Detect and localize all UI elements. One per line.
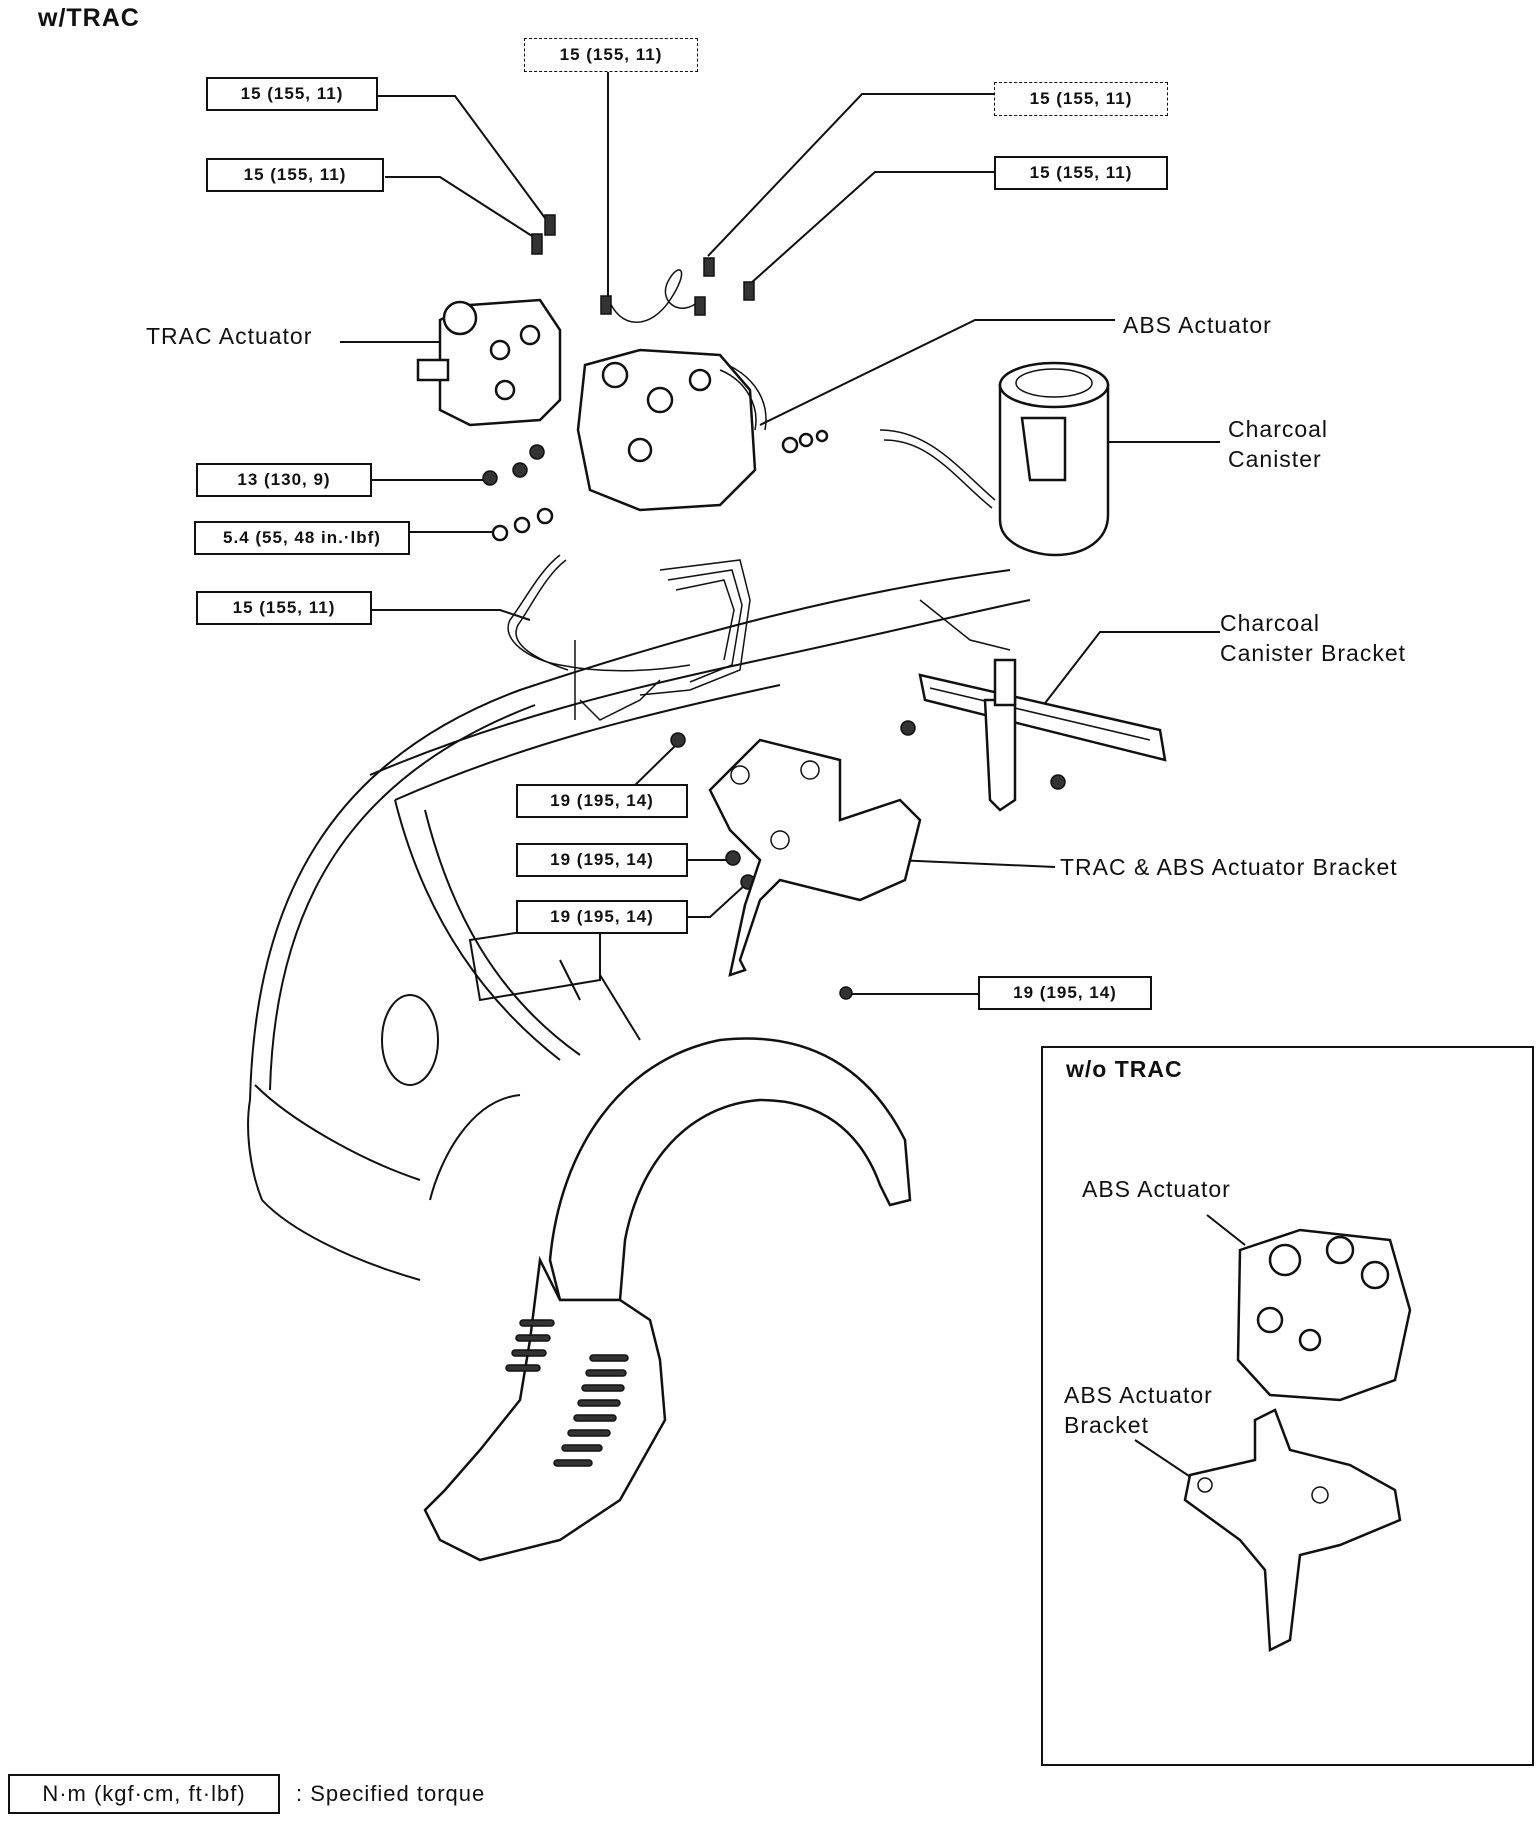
inset-abs-actuator-label: ABS Actuator bbox=[1082, 1176, 1231, 1202]
canister-bracket-label-line1: Charcoal bbox=[1220, 610, 1321, 636]
charcoal-canister-drawing bbox=[879, 361, 1110, 557]
inset-abs-bracket-drawing bbox=[1183, 1408, 1402, 1652]
inset-title: w/o TRAC bbox=[1066, 1056, 1183, 1082]
pipe-fittings bbox=[531, 214, 829, 454]
section-title: w/TRAC bbox=[38, 4, 140, 32]
torque-label: 15 (155, 11) bbox=[524, 38, 698, 72]
torque-label: 15 (155, 11) bbox=[206, 158, 384, 192]
abs-actuator-drawing bbox=[576, 348, 767, 512]
torque-label: 19 (195, 14) bbox=[516, 843, 688, 877]
charcoal-canister-label-line2: Canister bbox=[1228, 446, 1322, 472]
charcoal-canister-label-line1: Charcoal bbox=[1228, 416, 1329, 442]
torque-label: 15 (155, 11) bbox=[196, 591, 372, 625]
torque-label: 19 (195, 14) bbox=[516, 784, 688, 818]
trac-actuator-label: TRAC Actuator bbox=[146, 323, 313, 349]
inset-abs-bracket-label-line1: ABS Actuator bbox=[1064, 1382, 1213, 1408]
torque-label: 19 (195, 14) bbox=[516, 900, 688, 934]
torque-label: 15 (155, 11) bbox=[994, 82, 1168, 116]
torque-label: 19 (195, 14) bbox=[978, 976, 1152, 1010]
torque-label: 13 (130, 9) bbox=[196, 463, 372, 497]
trac-actuator-drawing bbox=[416, 298, 562, 427]
torque-label: 15 (155, 11) bbox=[206, 77, 378, 111]
actuator-bracket-drawing bbox=[708, 738, 922, 977]
fasteners bbox=[482, 444, 1066, 1000]
inset-without-trac bbox=[1041, 1046, 1534, 1766]
inset-abs-bracket-label-line2: Bracket bbox=[1064, 1412, 1149, 1438]
legend-torque-box: N·m (kgf·cm, ft·lbf) bbox=[8, 1774, 280, 1814]
fender-liner bbox=[423, 1037, 912, 1562]
canister-bracket-label-line2: Canister Bracket bbox=[1220, 640, 1407, 666]
torque-label: 5.4 (55, 48 in.·lbf) bbox=[194, 521, 410, 555]
actuator-bracket-label: TRAC & ABS Actuator Bracket bbox=[1060, 854, 1398, 880]
abs-actuator-label: ABS Actuator bbox=[1123, 312, 1272, 338]
brake-lines bbox=[507, 554, 1011, 721]
inset-abs-actuator-drawing bbox=[1236, 1228, 1412, 1402]
torque-label: 15 (155, 11) bbox=[994, 156, 1168, 190]
legend-text: : Specified torque bbox=[296, 1781, 486, 1806]
canister-bracket-drawing bbox=[918, 658, 1167, 812]
